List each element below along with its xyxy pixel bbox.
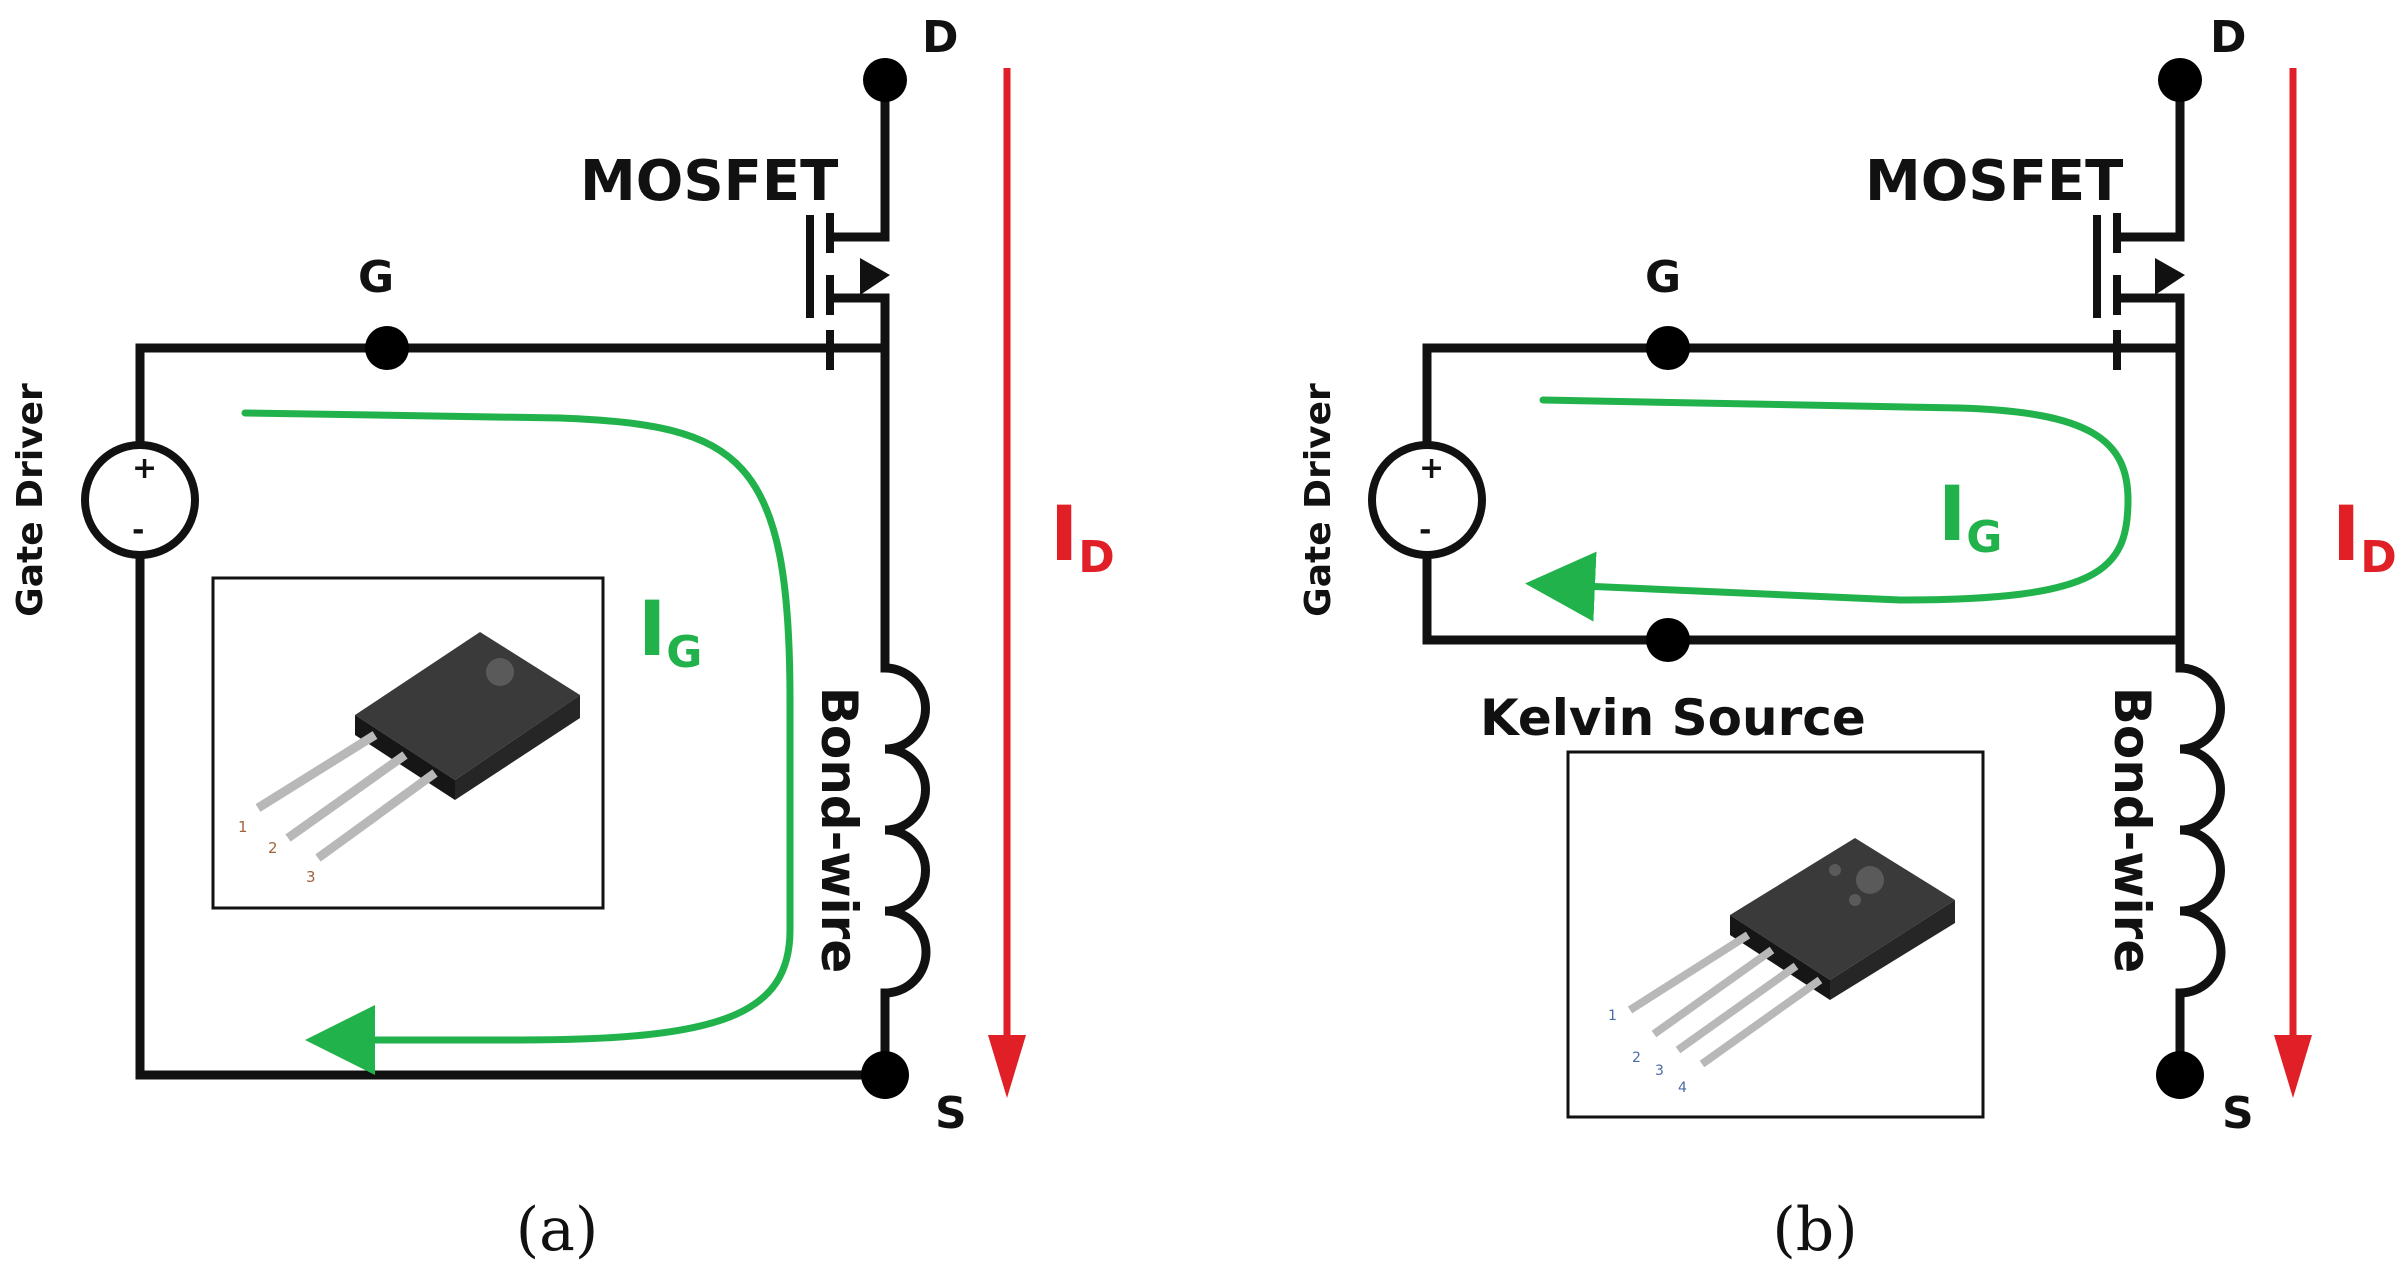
to247-4-package-image: 1 2 3 4 bbox=[1566, 750, 1985, 1119]
kelvin-wire-b bbox=[1422, 550, 2185, 645]
source-terminal-b bbox=[2156, 1051, 2204, 1099]
gate-driver-label-a: Gate Driver bbox=[10, 383, 51, 617]
kelvin-source-label-b: Kelvin Source bbox=[1480, 689, 1866, 747]
caption-b: (b) bbox=[1772, 1195, 1857, 1265]
bond-wire-label-b: Bond-wire bbox=[2103, 687, 2161, 974]
drain-label-a: D bbox=[922, 12, 959, 63]
source-wire-b bbox=[2114, 293, 2185, 673]
svg-text:4: 4 bbox=[1678, 1080, 1687, 1096]
to247-3-package-image: 1 2 3 bbox=[211, 576, 605, 910]
kelvin-source-terminal-b bbox=[1646, 618, 1690, 662]
svg-text:1: 1 bbox=[1608, 1008, 1617, 1024]
source-terminal-a bbox=[861, 1051, 909, 1099]
drain-terminal-a bbox=[863, 58, 907, 102]
mosfet-label-a: MOSFET bbox=[580, 149, 838, 214]
drain-label-b: D bbox=[2210, 12, 2247, 63]
drain-wire-b bbox=[2114, 60, 2185, 242]
panel-b: D G S MOSFET Kelvin Source + - Gate Driv… bbox=[1298, 12, 2397, 1265]
source-label-b: S bbox=[2222, 1088, 2254, 1139]
gate-label-b: G bbox=[1645, 252, 1681, 303]
mosfet-symbol-b bbox=[2093, 213, 2185, 370]
gate-label-a: G bbox=[358, 252, 394, 303]
gate-driver-source-a bbox=[81, 441, 199, 559]
gate-terminal-a bbox=[365, 326, 409, 370]
gate-driver-source-b bbox=[1368, 441, 1486, 559]
gate-current-label-b: IG bbox=[1938, 469, 2002, 563]
drain-current-arrowhead-a bbox=[988, 1035, 1026, 1098]
drain-current-label-b: ID bbox=[2332, 489, 2397, 583]
panel-a: D G S MOSFET + - Gate Driver Bond-wire I… bbox=[10, 12, 1115, 1265]
source-wire-a bbox=[827, 293, 890, 673]
drain-current-arrowhead-b bbox=[2274, 1035, 2312, 1098]
mosfet-symbol-a bbox=[806, 213, 890, 370]
gate-current-loop-b bbox=[1525, 396, 2132, 622]
gate-terminal-b bbox=[1646, 326, 1690, 370]
driver-bottom-wire-a bbox=[135, 550, 890, 1080]
bond-wire-inductor-b bbox=[2175, 663, 2226, 998]
drain-terminal-b bbox=[2158, 58, 2202, 102]
drain-current-label-a: ID bbox=[1050, 489, 1115, 583]
driver-minus-a: - bbox=[132, 513, 144, 548]
gate-current-loop-a bbox=[241, 409, 794, 1075]
svg-text:2: 2 bbox=[1632, 1050, 1641, 1066]
gate-current-label-a: IG bbox=[638, 584, 702, 678]
svg-text:3: 3 bbox=[306, 868, 316, 886]
svg-text:2: 2 bbox=[268, 839, 278, 857]
drain-wire-a bbox=[827, 60, 890, 242]
driver-plus-b: + bbox=[1419, 451, 1444, 486]
driver-plus-a: + bbox=[132, 451, 157, 486]
svg-text:3: 3 bbox=[1655, 1063, 1664, 1079]
source-label-a: S bbox=[935, 1088, 967, 1139]
bond-wire-inductor-a bbox=[880, 663, 931, 998]
svg-text:1: 1 bbox=[238, 818, 248, 836]
caption-a: (a) bbox=[516, 1195, 599, 1265]
bond-wire-label-a: Bond-wire bbox=[810, 687, 868, 974]
driver-minus-b: - bbox=[1419, 513, 1431, 548]
gate-driver-label-b: Gate Driver bbox=[1298, 383, 1339, 617]
mosfet-label-b: MOSFET bbox=[1865, 149, 2123, 214]
